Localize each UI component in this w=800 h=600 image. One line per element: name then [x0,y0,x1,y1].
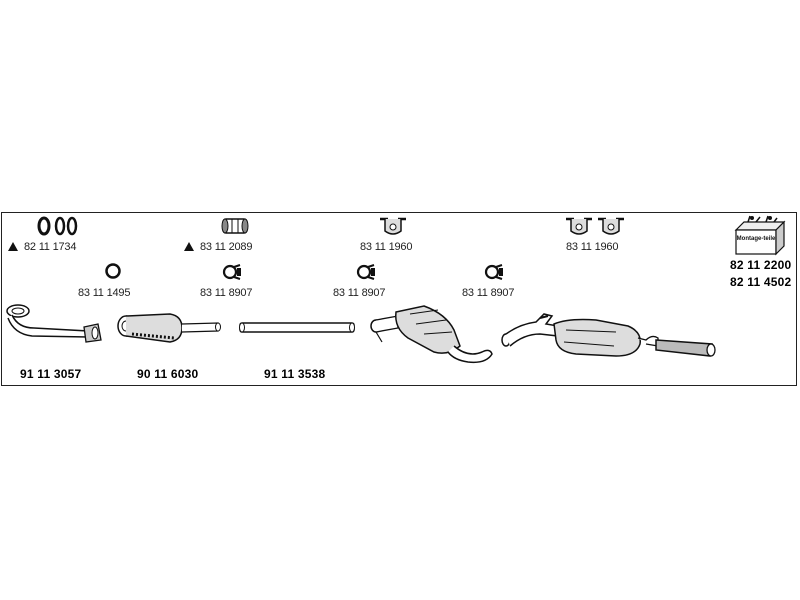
seal-ring-icon [105,263,121,279]
mounting-kit-box-icon: Montage-teile [734,215,786,256]
part-number-label: 83 11 1960 [566,241,619,253]
kit-number-label: 82 11 4502 [730,275,792,289]
gasket-ring-icon [37,216,78,236]
double-rubber-hanger-icon [566,217,624,235]
rubber-hanger-icon [380,217,406,235]
part-number-label: 83 11 2089 [184,241,252,253]
part-number-label: 83 11 1960 [360,241,413,253]
pipe-clamp-icon [484,264,503,280]
middle-silencer-icon [370,305,493,364]
part-number-label: 91 11 3538 [264,367,326,381]
parts-diagram-frame [1,212,797,386]
kit-box-text: Montage-teile [737,236,776,242]
pipe-clamp-icon [222,264,241,280]
warning-triangle-icon [8,242,18,251]
clamp-sleeve-icon [221,218,249,234]
part-number-label: 82 11 1734 [8,241,76,253]
front-pipe-icon [6,304,102,343]
warning-triangle-icon [184,242,194,251]
part-number-label: 90 11 6030 [137,367,199,381]
part-number-label: 83 11 8907 [200,287,253,299]
part-number-label: 91 11 3057 [20,367,82,381]
catalytic-converter-icon [117,313,221,343]
part-number-label: 83 11 1495 [78,287,131,299]
straight-pipe-icon [239,322,355,333]
pipe-clamp-icon [356,264,375,280]
part-number-label: 83 11 8907 [462,287,515,299]
rear-silencer-icon [501,313,716,357]
kit-number-label: 82 11 2200 [730,258,792,272]
part-number-label: 83 11 8907 [333,287,386,299]
